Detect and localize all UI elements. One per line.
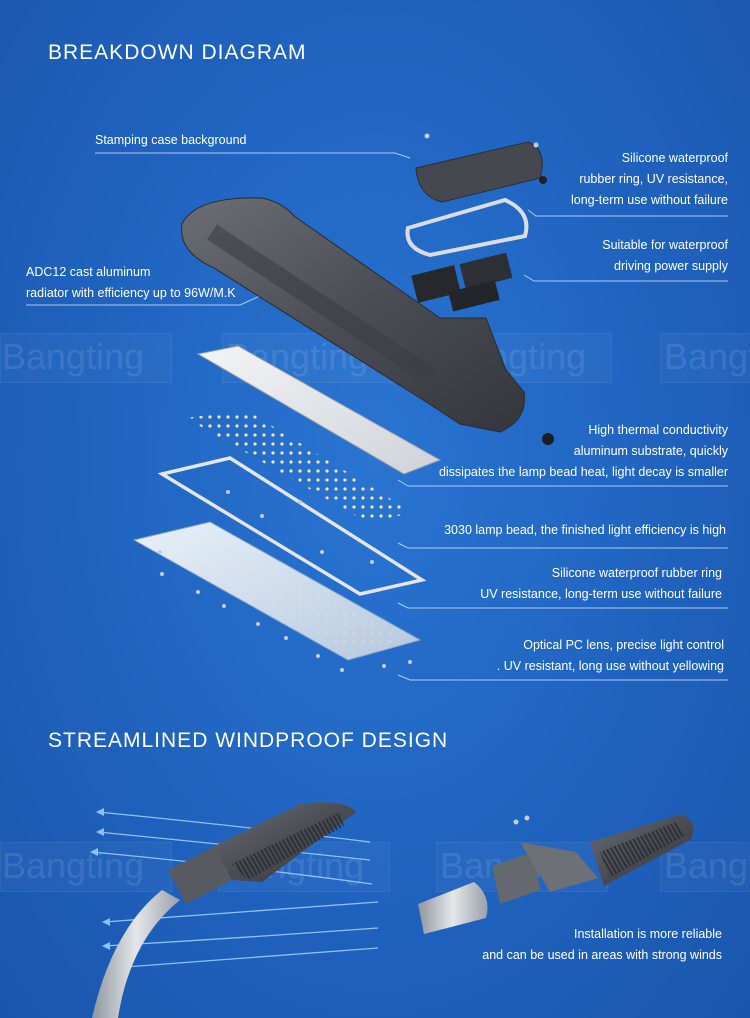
lens-line2: . UV resistant, long use without yellowi… <box>496 659 724 673</box>
silicone-ring-top-line2: rubber ring, UV resistance, <box>579 172 728 186</box>
watermark-band <box>0 333 172 383</box>
lamp-bead-text: 3030 lamp bead, the finished light effic… <box>444 523 726 537</box>
radiator-text-line2: radiator with efficiency up to 96W/M.K <box>26 286 236 300</box>
radiator-label: ADC12 cast aluminum radiator with effici… <box>26 262 236 304</box>
silicone-ring-top-line1: Silicone waterproof <box>621 151 728 165</box>
callout-lines <box>26 152 728 681</box>
watermark-text: Bangting <box>2 845 145 886</box>
aluminum-substrate-label: High thermal conductivity aluminum subst… <box>439 420 728 483</box>
watermark-text: Bangting <box>664 336 750 377</box>
lamp-bead-label: 3030 lamp bead, the finished light effic… <box>444 520 726 541</box>
power-supply-line1: Suitable for waterproof <box>602 238 728 252</box>
aluminum-substrate-line2: aluminum substrate, quickly <box>573 444 728 458</box>
stamping-case-text: Stamping case background <box>95 133 247 147</box>
lens-label: Optical PC lens, precise light control .… <box>497 635 724 677</box>
stamping-case-label: Stamping case background <box>95 130 246 151</box>
watermark-text: Bangting <box>664 845 750 886</box>
silicone-ring-bottom-line2: UV resistance, long-term use without fai… <box>480 587 722 601</box>
aluminum-substrate-line1: High thermal conductivity <box>588 423 728 437</box>
power-supply-label: Suitable for waterproof driving power su… <box>602 235 728 277</box>
watermark-text: Bangting <box>2 336 145 377</box>
watermark-band <box>660 842 750 892</box>
silicone-ring-top-label: Silicone waterproof rubber ring, UV resi… <box>571 148 728 211</box>
installation-label: Installation is more reliable and can be… <box>482 924 722 966</box>
silicone-ring-bottom-label: Silicone waterproof rubber ring UV resis… <box>480 563 722 605</box>
power-supply-line2: driving power supply <box>614 259 728 273</box>
installation-line1: Installation is more reliable <box>574 927 722 941</box>
installation-line2: and can be used in areas with strong win… <box>482 948 722 962</box>
watermark-band <box>0 842 172 892</box>
silicone-ring-bottom-line1: Silicone waterproof rubber ring <box>551 566 722 580</box>
silicone-ring-top-line3: long-term use without failure <box>570 193 728 207</box>
radiator-text-line1: ADC12 cast aluminum <box>26 265 151 279</box>
aluminum-substrate-line3: dissipates the lamp bead heat, light dec… <box>438 465 728 479</box>
windproof-design-title: STREAMLINED WINDPROOF DESIGN <box>48 729 449 752</box>
lens-line1: Optical PC lens, precise light control <box>523 638 724 652</box>
breakdown-diagram-title: BREAKDOWN DIAGRAM <box>48 41 307 64</box>
watermark-band <box>660 333 750 383</box>
